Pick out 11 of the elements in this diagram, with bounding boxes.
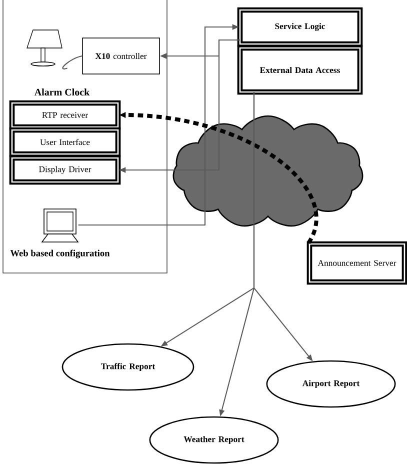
- server-box: Announcement Server: [306, 241, 407, 285]
- cable: [62, 56, 82, 70]
- lamp-drawing: [26, 30, 62, 66]
- caption-text: Web based configuration: [10, 250, 110, 258]
- controller-box: X10 controller: [82, 38, 160, 74]
- process-box: Service Logic: [237, 7, 363, 47]
- process-box: Display Driver: [9, 155, 121, 185]
- heading-text: Alarm Clock: [34, 88, 90, 96]
- process-box: User Interface: [9, 127, 121, 157]
- process-box: RTP receiver: [9, 100, 121, 130]
- process-box: External Data Access: [237, 45, 363, 95]
